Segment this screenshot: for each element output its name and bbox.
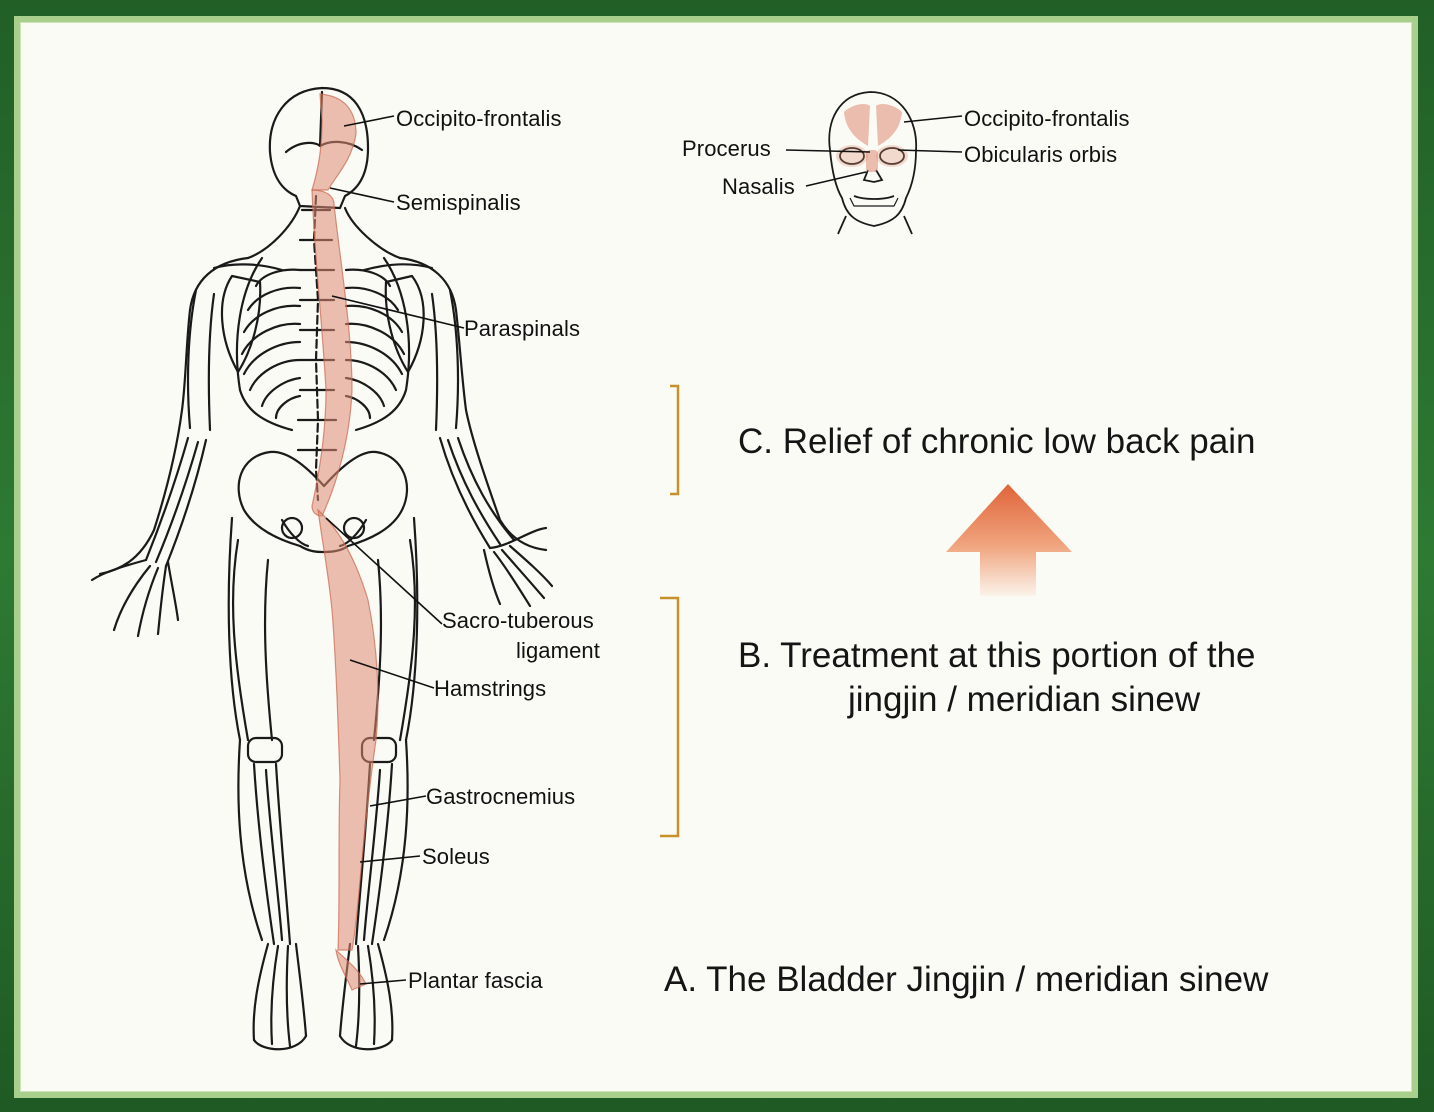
- label-sacro-tuberous: Sacro-tuberous: [442, 608, 594, 634]
- caption-a: A. The Bladder Jingjin / meridian sinew: [664, 960, 1268, 1000]
- bracket-c: [670, 386, 678, 494]
- label-obicularis-orbis: Obicularis orbis: [964, 142, 1117, 168]
- label-paraspinals: Paraspinals: [464, 316, 580, 342]
- label-hamstrings: Hamstrings: [434, 676, 546, 702]
- bracket-b: [660, 598, 678, 836]
- label-plantar-fascia: Plantar fascia: [408, 968, 543, 994]
- caption-b-line1: B. Treatment at this portion of the: [738, 636, 1256, 676]
- label-semispinalis: Semispinalis: [396, 190, 521, 216]
- label-ligament: ligament: [516, 638, 600, 664]
- up-arrow-icon: [946, 484, 1072, 596]
- label-nasalis: Nasalis: [722, 174, 795, 200]
- caption-b-line2: jingjin / meridian sinew: [848, 680, 1200, 720]
- label-soleus: Soleus: [422, 844, 490, 870]
- label-gastrocnemius: Gastrocnemius: [426, 784, 575, 810]
- label-face-occipito-frontalis: Occipito-frontalis: [964, 106, 1130, 132]
- label-occipito-frontalis: Occipito-frontalis: [396, 106, 562, 132]
- label-procerus: Procerus: [682, 136, 771, 162]
- muscle-tract: [312, 94, 378, 990]
- caption-c: C. Relief of chronic low back pain: [738, 422, 1255, 462]
